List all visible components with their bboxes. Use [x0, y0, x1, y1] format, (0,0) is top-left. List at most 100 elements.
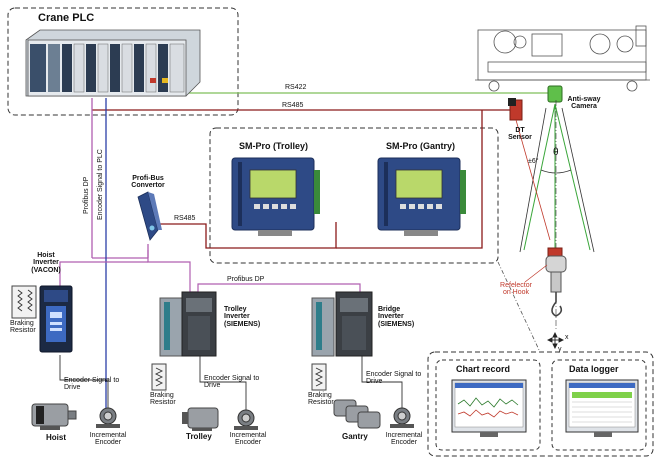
anti-sway-camera-label-line1: Anti-sway: [567, 96, 601, 103]
gantry-encoder-signal-line: [361, 355, 403, 408]
trolley-encoder-device: [234, 409, 258, 430]
trolley-braking-label-line1: Braking: [150, 392, 174, 399]
dt-sensor-label-line2: Sensor: [508, 134, 532, 142]
hoist-inverter-label-line1: Hoist: [37, 252, 55, 259]
data-logger-monitor: [565, 379, 639, 437]
gantry-encoder-label-line2: Encoder: [390, 439, 418, 447]
hoist-encoder-label: Incremental Encoder: [86, 432, 130, 447]
reflector-pointer: [524, 264, 548, 283]
rs485-top-label: RS485: [282, 102, 304, 109]
sm-pro-group-box: [209, 127, 499, 264]
hoist-encoder-signal-line: [59, 355, 109, 408]
trolley-motor: [182, 407, 219, 431]
sm-pro-gantry-label: SM-Pro (Gantry): [386, 141, 456, 151]
gantry-motor-label: Gantry: [342, 432, 368, 441]
crane-plc-title: Crane PLC: [38, 12, 95, 24]
gantry-braking-label: Braking Resistor: [308, 392, 334, 407]
hoist-encoder-signal-label: Encoder Signal to Drive: [64, 377, 119, 392]
gantry-braking-resistor: [311, 363, 327, 391]
gantry-encoder-label: Incremental Encoder: [382, 432, 426, 447]
gantry-encoder-device: [390, 407, 414, 428]
dt-sensor-device: [508, 98, 523, 121]
profibus-converter-label-line2: Convertor: [131, 182, 165, 190]
bridge-inverter-label-line3: (SIEMENS): [378, 320, 415, 328]
axis-indicator: [546, 331, 565, 350]
hoist-inverter-label-line3: (VACON): [31, 266, 61, 274]
encoder-to-plc-label: Encoder Signal to PLC: [97, 149, 104, 220]
data-logger-box: [551, 359, 647, 451]
trolley-encoder-signal-label-line1: Encoder Signal to: [204, 375, 260, 382]
trolley-inverter-label-line3: (SIEMENS): [224, 320, 261, 328]
trolley-motor-label: Trolley: [186, 432, 212, 441]
sm-pro-trolley-label: SM-Pro (Trolley): [239, 141, 309, 151]
reflector-label-line2: on Hook: [502, 289, 530, 297]
profibus-converter-label-line1: Profi-Bus: [132, 175, 164, 182]
hoist-braking-label-line2: Resistor: [10, 327, 36, 335]
profibus-inverter-line: [147, 250, 361, 296]
chart-record-title: Chart record: [456, 364, 511, 374]
gantry-encoder-signal-label-line2: Drive: [366, 378, 383, 386]
hoist-motor: [31, 403, 77, 430]
crane-plc-group-box: [7, 7, 239, 116]
trolley-inverter-device: [159, 291, 217, 357]
trolley-encoder-label-line1: Incremental: [229, 432, 267, 439]
hoist-braking-label-line1: Braking: [10, 320, 34, 327]
trolley-inverter-label-line2: Inverter: [224, 313, 250, 321]
gantry-braking-label-line1: Braking: [308, 392, 332, 399]
sm-pro-gantry-device: [377, 157, 466, 236]
gantry-motors: [333, 399, 381, 429]
sway-beam-right: [554, 103, 591, 251]
anti-sway-camera-label: Anti-sway Camera: [564, 96, 604, 111]
trolley-encoder-signal-label-line2: Drive: [204, 382, 221, 390]
hoist-encoder-device: [96, 407, 120, 428]
hoist-encoder-signal-label-line1: Encoder Signal to: [64, 377, 120, 384]
trolley-encoder-signal-line: [199, 355, 247, 410]
trolley-braking-label: Braking Resistor: [150, 392, 176, 407]
sm-pro-trolley-device: [231, 157, 320, 236]
theta-label: θ: [553, 147, 559, 158]
hoist-inverter-label-line2: Inverter: [33, 259, 59, 267]
chart-record-monitor: [451, 379, 527, 437]
trolley-inverter-label-line1: Trolley: [224, 306, 247, 313]
hoist-encoder-signal-label-line2: Drive: [64, 384, 81, 392]
profibus-dp-horizontal-label: Profibus DP: [227, 276, 265, 283]
profibus-hoist-line: [59, 261, 148, 286]
trolley-braking-label-line2: Resistor: [150, 399, 176, 407]
angle-label: ±6°: [528, 158, 539, 165]
hoist-encoder-label-line1: Incremental: [89, 432, 127, 439]
bridge-inverter-label: Bridge Inverter (SIEMENS): [378, 306, 414, 328]
anti-sway-camera-device: [547, 85, 563, 103]
profibus-converter-label: Profi-Bus Convertor: [126, 175, 170, 190]
trolley-encoder-label: Incremental Encoder: [226, 432, 270, 447]
hoist-inverter-device: [39, 285, 73, 353]
hook-to-monitor-line: [497, 261, 541, 353]
trolley-braking-resistor: [151, 363, 167, 391]
hoist-encoder-label-line2: Encoder: [94, 439, 122, 447]
gantry-encoder-signal-label-line1: Encoder Signal to: [366, 371, 422, 378]
bridge-inverter-label-line1: Bridge: [378, 306, 401, 313]
hoist-inverter-label: Hoist Inverter (VACON): [26, 252, 66, 274]
bridge-inverter-label-line2: Inverter: [378, 313, 404, 321]
rs485-mid-line: [155, 222, 337, 249]
plc-rack: [25, 29, 201, 97]
sway-angle-arc: [540, 169, 572, 174]
crane-trolley-drawing: [475, 25, 650, 92]
dt-sensor-label: DT Sensor: [508, 127, 532, 142]
gantry-braking-label-line2: Resistor: [308, 399, 334, 407]
reflector-label: Refelector on Hook: [496, 282, 536, 297]
hook-with-reflector: [545, 247, 567, 317]
trolley-encoder-signal-label: Encoder Signal to Drive: [204, 375, 259, 390]
profibus-dp-vertical-label: Profibus DP: [83, 176, 90, 214]
gantry-encoder-label-line1: Incremental: [385, 432, 423, 439]
hoist-motor-label: Hoist: [46, 433, 66, 442]
rs485-sm-link-line: [336, 110, 483, 249]
rs485-mid-label: RS485: [174, 215, 196, 222]
trolley-inverter-label: Trolley Inverter (SIEMENS): [224, 306, 260, 328]
dt-sensor-label-line1: DT: [515, 127, 525, 134]
sway-beam-left: [523, 103, 556, 251]
reflector-label-line1: Refelector: [500, 282, 532, 289]
axis-y-label: y: [558, 346, 562, 353]
axis-x-label: x: [565, 334, 569, 341]
